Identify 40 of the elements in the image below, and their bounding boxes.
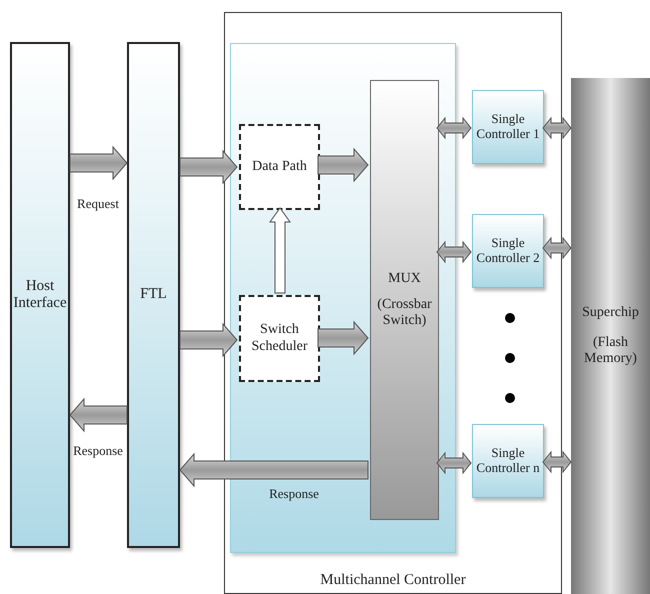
- block-arrow: [69, 398, 128, 432]
- node-text: Multichannel Controller: [320, 572, 466, 589]
- node-text: Single Controller 1: [475, 112, 541, 142]
- block-arrow: [436, 116, 472, 140]
- controller-panel: [230, 43, 456, 553]
- layer-column: [10, 42, 70, 548]
- node-text: (Flash Memory): [583, 334, 638, 368]
- node-text: (Crossbar Switch): [376, 296, 433, 330]
- controller-box: [472, 424, 544, 498]
- node-text: Host Interface: [12, 278, 68, 312]
- block-arrow: [542, 450, 572, 474]
- dashed-box: [239, 124, 320, 210]
- node-text: Superchip: [582, 304, 639, 321]
- block-arrow: [542, 116, 572, 140]
- controller-frame: [224, 12, 562, 594]
- block-arrow: [318, 320, 369, 356]
- block-arrow: [70, 146, 128, 180]
- node-text: Single Controller 2: [475, 236, 541, 266]
- block-arrow: [179, 452, 368, 488]
- controller-box: [472, 214, 544, 288]
- node-text: Single Controller n: [475, 446, 541, 476]
- controller-box: [472, 90, 544, 164]
- block-arrow: [542, 236, 572, 260]
- node-text: MUX: [388, 270, 421, 287]
- block-arrow: [180, 150, 238, 184]
- block-arrow: [436, 240, 472, 264]
- block-arrow: [180, 322, 238, 358]
- node-text: Switch Scheduler: [250, 322, 308, 355]
- block-arrow: [269, 207, 291, 294]
- block-arrow: [318, 148, 369, 182]
- edge-label: Response: [73, 443, 123, 459]
- edge-label: Request: [77, 196, 119, 212]
- layer-column: [127, 42, 180, 548]
- block-arrow: [436, 452, 472, 474]
- memory-block: [571, 78, 650, 594]
- node-text: FTL: [140, 286, 167, 304]
- dashed-box: [239, 295, 320, 382]
- edge-label: Response: [269, 486, 319, 502]
- node-text: Data Path: [252, 158, 307, 176]
- mux-block: [370, 80, 439, 520]
